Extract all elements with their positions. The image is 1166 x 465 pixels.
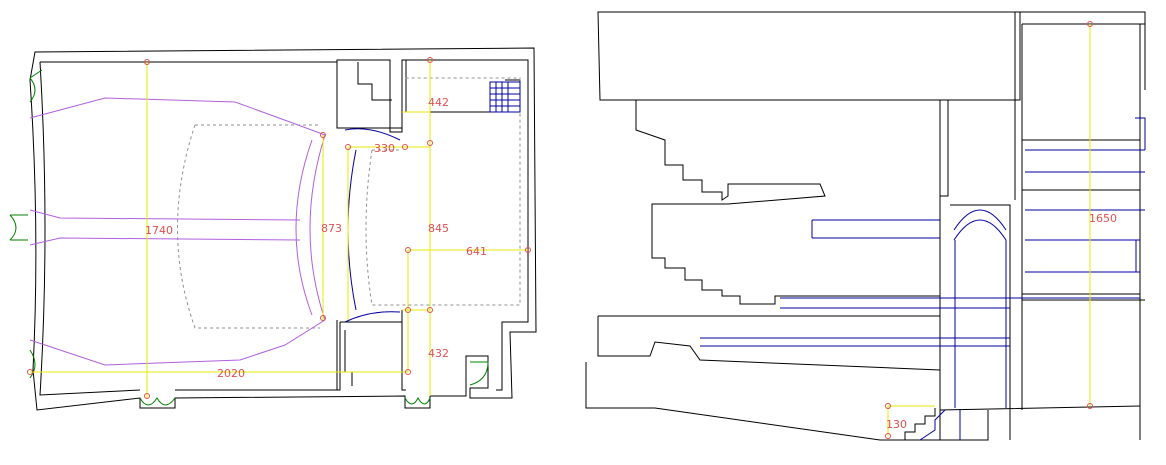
seating-upper	[29, 97, 326, 221]
label-auditorium-width: 1740	[145, 224, 173, 237]
proscenium-arc-top	[344, 128, 401, 141]
stair-block	[489, 81, 521, 113]
plan-outer-wall	[29, 47, 537, 411]
section-grid	[1022, 139, 1145, 301]
section-upper-balcony	[635, 100, 940, 305]
section-stage-block	[939, 100, 1141, 441]
plan-dimension-labels: 1740 2020 873 845 641 330 442 432	[145, 96, 487, 380]
section-dimension-lines	[887, 24, 1091, 436]
dim-line-stage-depth	[407, 249, 528, 372]
dim-line-wings	[402, 111, 430, 311]
plan-dimension-lines	[30, 60, 528, 398]
stage-front-curve	[347, 149, 357, 311]
label-pit-depth: 130	[886, 418, 907, 431]
stage-wall-bottom	[336, 310, 406, 391]
label-proscenium-width: 873	[321, 222, 342, 235]
floor-plan	[9, 47, 537, 411]
label-wing-bottom: 432	[428, 347, 449, 360]
proscenium-arc-bottom	[344, 311, 401, 323]
seating-arc	[295, 134, 326, 321]
section-dimension-labels: 1650 130	[886, 212, 1117, 431]
seating-lower	[29, 237, 326, 366]
section-pit-stair	[890, 408, 936, 441]
label-wing-top: 442	[428, 96, 449, 109]
dim-line-apron-depth	[347, 146, 430, 320]
plan-inner-wall	[39, 59, 529, 396]
section-dimension-nodes	[885, 21, 1093, 439]
dim-line-pit-depth	[887, 405, 935, 436]
label-flytower-height: 1650	[1089, 212, 1117, 225]
label-total-length: 2020	[217, 367, 245, 380]
label-stage-depth: 641	[466, 245, 487, 258]
plan-doors	[9, 69, 489, 406]
label-stage-width: 845	[428, 222, 449, 235]
section-drawing	[585, 11, 1146, 441]
section-structure	[700, 117, 1146, 441]
section-roof	[597, 11, 1021, 101]
section-flytower	[1014, 11, 1146, 440]
stage-hidden-outline	[177, 77, 521, 329]
plan-dimension-nodes	[27, 57, 531, 399]
label-apron-depth: 330	[374, 142, 395, 155]
